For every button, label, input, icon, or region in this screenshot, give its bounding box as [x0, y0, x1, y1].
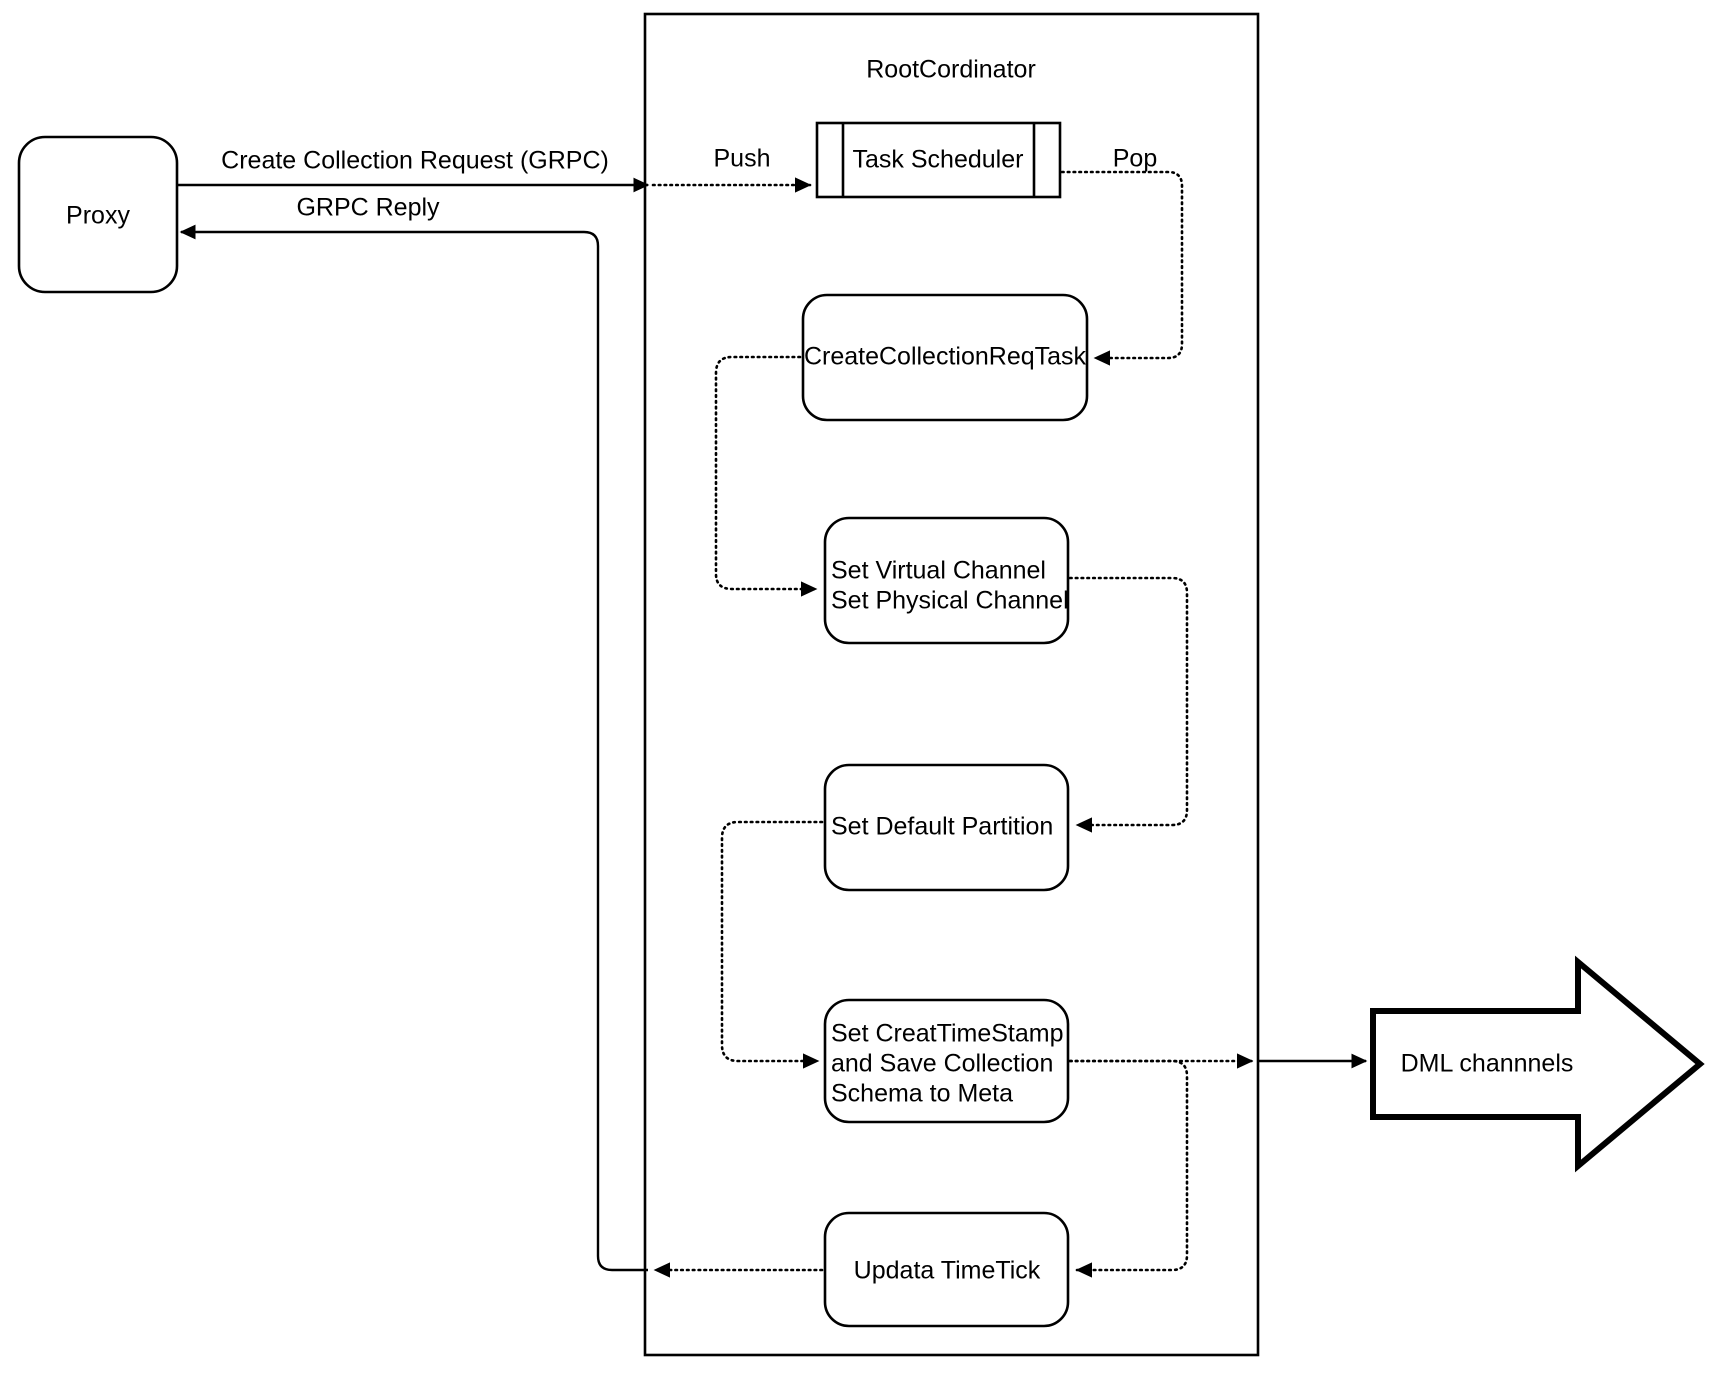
node-set-channel[interactable]: Set Virtual Channel Set Physical Channel: [823, 516, 1070, 645]
edge-grpc-reply-label: GRPC Reply: [296, 194, 440, 222]
edge-default-partition-to-create-timestamp[interactable]: [720, 820, 824, 1069]
node-set-channel-line2: Set Physical Channel: [831, 587, 1069, 615]
node-update-timetick[interactable]: Updata TimeTick: [823, 1211, 1070, 1328]
node-set-channel-line1: Set Virtual Channel: [831, 557, 1046, 585]
edge-pop-label: Pop: [1113, 145, 1157, 173]
edge-push-label: Push: [714, 145, 771, 173]
node-set-default-partition-label: Set Default Partition: [831, 813, 1053, 841]
node-set-create-timestamp-line2: and Save Collection: [831, 1050, 1053, 1078]
node-create-collection-req-task-label: CreateCollectionReqTask: [804, 343, 1087, 371]
node-set-create-timestamp[interactable]: Set CreatTimeStamp and Save Collection S…: [823, 998, 1070, 1124]
node-dml-channels-label: DML channnels: [1401, 1050, 1574, 1078]
edge-grpc-reply[interactable]: GRPC Reply: [179, 194, 648, 1272]
edge-push[interactable]: Push: [651, 145, 812, 193]
rootcordinator-container[interactable]: RootCordinator: [643, 12, 1260, 1357]
node-dml-channels[interactable]: DML channnels: [1370, 955, 1705, 1173]
node-proxy-label: Proxy: [66, 202, 130, 230]
node-create-collection-req-task[interactable]: CreateCollectionReqTask: [801, 293, 1089, 422]
rootcordinator-label: RootCordinator: [866, 56, 1036, 84]
edge-create-collection-request[interactable]: Create Collection Request (GRPC): [177, 147, 650, 193]
edge-create-collection-request-label: Create Collection Request (GRPC): [221, 147, 609, 175]
edge-task-to-set-channel[interactable]: [714, 355, 818, 597]
node-task-scheduler-label: Task Scheduler: [853, 146, 1024, 174]
node-update-timetick-label: Updata TimeTick: [854, 1257, 1041, 1285]
node-proxy[interactable]: Proxy: [17, 135, 179, 294]
node-set-default-partition[interactable]: Set Default Partition: [823, 763, 1070, 892]
edge-set-channel-to-default-partition[interactable]: [1068, 576, 1189, 833]
node-set-create-timestamp-line3: Schema to Meta: [831, 1080, 1013, 1108]
edge-pop[interactable]: Pop: [1060, 145, 1184, 366]
node-task-scheduler[interactable]: Task Scheduler: [815, 121, 1062, 199]
edge-create-timestamp-to-timetick[interactable]: [1068, 1059, 1189, 1278]
node-set-create-timestamp-line1: Set CreatTimeStamp: [831, 1020, 1063, 1048]
